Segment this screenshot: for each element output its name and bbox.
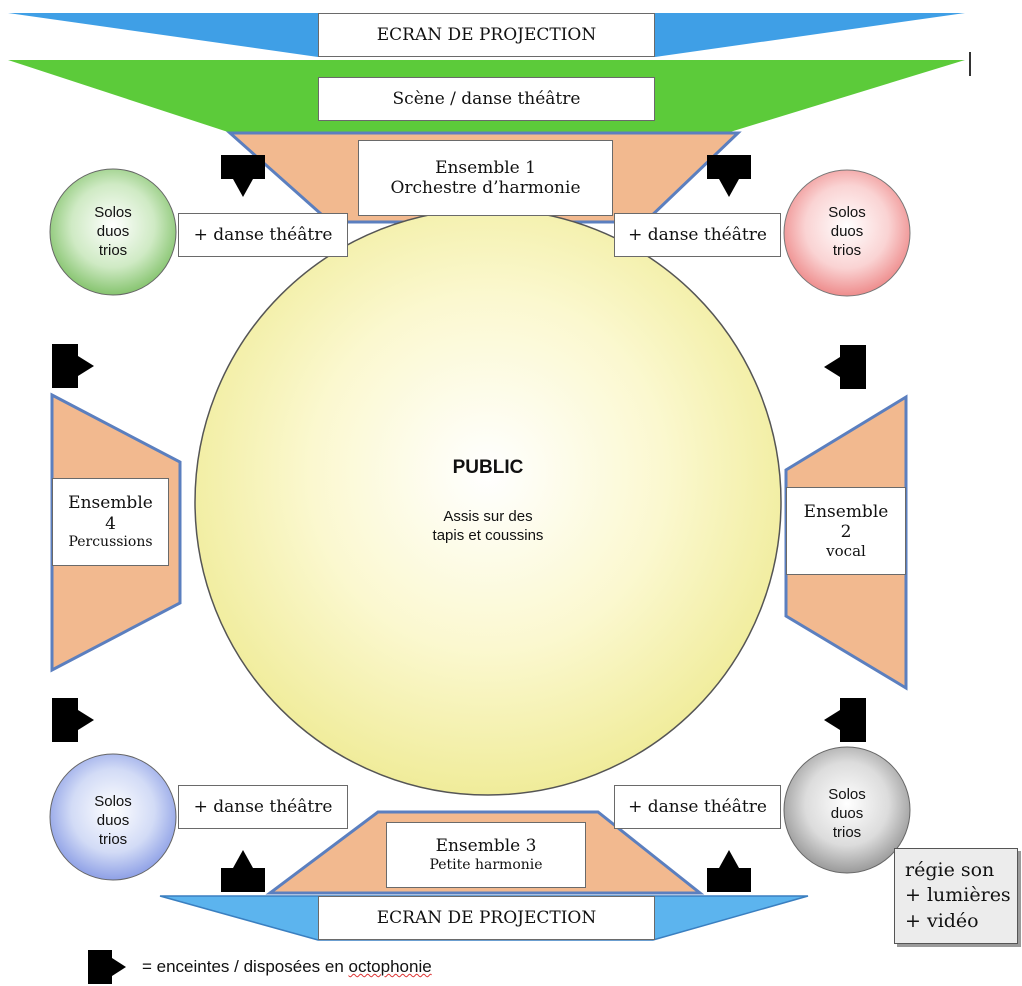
soloists-text-bottom-left: Solos duos trios: [63, 784, 163, 859]
ensemble-4-label: Ensemble 4 Percussions: [52, 478, 169, 566]
legend-text: = enceintes / disposées en octophonie: [142, 957, 432, 977]
soloists-line3: trios: [98, 241, 128, 259]
text-cursor: [969, 52, 971, 76]
soloists-line3: trios: [832, 241, 862, 259]
bottom-projection-screen-text: ECRAN DE PROJECTION: [376, 907, 597, 928]
danse-theatre-text: + danse théâtre: [193, 224, 333, 245]
public-description: Assis sur des tapis et coussins: [388, 505, 588, 549]
danse-theatre-label-top-left: + danse théâtre: [178, 213, 348, 257]
soloists-line2: duos: [96, 812, 130, 830]
ensemble-1-subtitle: Orchestre d’harmonie: [390, 178, 581, 198]
soloists-circle-top-right: [783, 169, 911, 297]
stage-label: Scène / danse théâtre: [318, 77, 655, 121]
soloists-text-top-left: Solos duos trios: [63, 195, 163, 270]
soloists-line1: Solos: [828, 204, 866, 222]
danse-theatre-label-top-right: + danse théâtre: [614, 213, 781, 257]
stage-text: Scène / danse théâtre: [392, 88, 581, 109]
speaker-icon: [221, 155, 265, 197]
soloists-line1: Solos: [94, 793, 132, 811]
speaker-icon: [824, 698, 866, 742]
bottom-projection-screen-label: ECRAN DE PROJECTION: [318, 896, 655, 940]
danse-theatre-text: + danse théâtre: [628, 224, 767, 245]
top-projection-screen-text: ECRAN DE PROJECTION: [376, 24, 597, 45]
top-projection-screen-label: ECRAN DE PROJECTION: [318, 13, 655, 57]
ensemble-3-title: Ensemble 3: [435, 836, 537, 857]
soloists-text-top-right: Solos duos trios: [797, 195, 897, 270]
danse-theatre-label-bottom-right: + danse théâtre: [614, 785, 781, 829]
ensemble-2-number: 2: [840, 522, 852, 542]
speaker-icon: [707, 850, 751, 892]
ensemble-2-subtitle: vocal: [826, 542, 866, 561]
ensemble-3-subtitle: Petite harmonie: [429, 856, 543, 873]
legend-keyword: octophonie: [348, 957, 432, 976]
soloists-line2: duos: [830, 223, 864, 241]
ensemble-1-label: Ensemble 1 Orchestre d’harmonie: [358, 140, 613, 216]
soloists-text-bottom-right: Solos duos trios: [797, 777, 897, 852]
soloists-line3: trios: [98, 830, 128, 848]
soloists-circle-bottom-left: [49, 753, 177, 881]
regie-line1: régie son: [905, 858, 995, 881]
soloists-line2: duos: [830, 805, 864, 823]
speaker-icon: [221, 850, 265, 892]
danse-theatre-text: + danse théâtre: [193, 796, 333, 817]
speaker-icon: [52, 698, 94, 742]
speaker-icon: [707, 155, 751, 197]
ensemble-4-number: 4: [105, 513, 116, 534]
danse-theatre-label-bottom-left: + danse théâtre: [178, 785, 348, 829]
soloists-line3: trios: [832, 823, 862, 841]
ensemble-2-label: Ensemble 2 vocal: [786, 487, 906, 575]
ensemble-1-title: Ensemble 1: [435, 157, 536, 178]
public-title-text: PUBLIC: [452, 457, 524, 479]
legend-prefix: = enceintes / disposées en: [142, 957, 349, 976]
soloists-line1: Solos: [828, 786, 866, 804]
soloists-circle-top-left: [49, 168, 177, 296]
public-line2: tapis et coussins: [432, 527, 544, 544]
regie-line2: + lumières: [905, 884, 1011, 907]
public-area-circle: [194, 208, 782, 796]
regie-box: régie son + lumières + vidéo: [894, 848, 1018, 944]
ensemble-2-title: Ensemble: [803, 501, 889, 522]
soloists-circle-bottom-right: [783, 746, 911, 874]
ensemble-4-title: Ensemble: [68, 493, 153, 514]
ensemble-4-subtitle: Percussions: [68, 533, 153, 550]
speaker-icon: [824, 345, 866, 389]
speaker-icon: [88, 950, 126, 984]
soloists-line2: duos: [96, 223, 130, 241]
speaker-icon: [52, 344, 94, 388]
danse-theatre-text: + danse théâtre: [628, 796, 767, 817]
ensemble-3-label: Ensemble 3 Petite harmonie: [386, 822, 586, 888]
public-title: PUBLIC: [388, 455, 588, 481]
public-line1: Assis sur des: [443, 508, 533, 526]
legend: = enceintes / disposées en octophonie: [128, 953, 432, 981]
regie-line3: + vidéo: [905, 909, 979, 932]
soloists-line1: Solos: [94, 204, 132, 222]
